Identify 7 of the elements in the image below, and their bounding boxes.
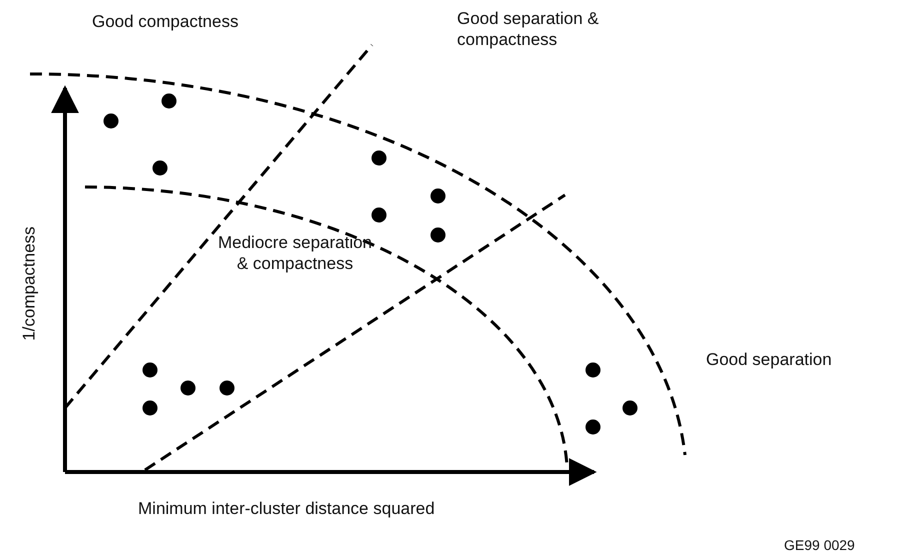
region-label: Mediocre separation & compactness [216,232,374,274]
region-label: Good compactness [92,11,238,32]
region-label: Good separation & compactness [457,8,600,50]
region-label: Good separation [706,349,832,370]
axis-title: Minimum inter-cluster distance squared [138,498,435,520]
axis-title: 1/compactness [18,226,40,341]
figure-code: GE99 0029 [784,537,855,554]
